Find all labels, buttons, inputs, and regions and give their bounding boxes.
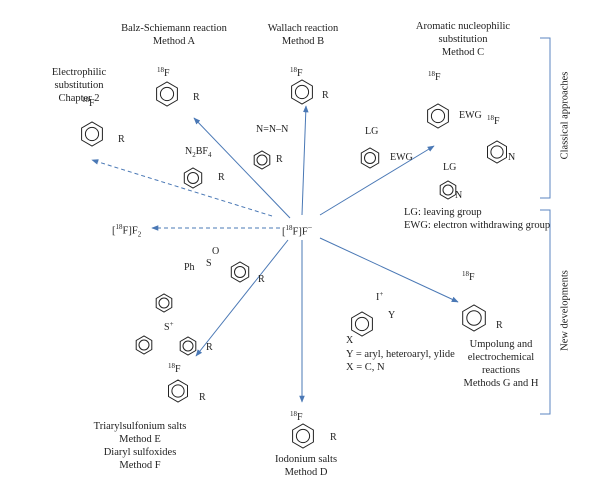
ring-balz-aromatic-circle [159,86,175,102]
sulfonium-r-label: R [206,342,213,353]
ring-pyridine-f [487,140,507,164]
center-fluoride-label: [18F]F− [282,223,313,238]
ring-aromatic [427,103,449,129]
ring-lg-pyridine-aromatic-circle [442,184,454,196]
wallach-f-label: 18F [290,66,303,79]
ring-sulfonium-left [135,335,153,355]
umpolung-f-label: 18F [462,270,475,283]
electrophilic-r-label: R [118,134,125,145]
ring-sulfonium-right [179,336,197,356]
f2-label: [18F]F2 [112,223,142,239]
sulfonium-s-label: S+ [164,320,174,333]
diazonium-r-label: R [218,172,225,183]
ring-sulfoxide [230,261,250,283]
triazene-r-label: R [276,154,283,165]
aromatic-f-label: 18F [428,70,441,83]
classical-approaches-label: Classical approaches [559,71,571,160]
ring-diazonium [183,167,203,189]
ring-sulfonium-top-aromatic-circle [158,297,170,309]
iodonium-caption: Iodonium salts Method D [274,454,338,478]
aromatic-ewg-label: EWG [459,110,482,121]
triaryl-r-label: R [199,392,206,403]
sulfoxide-o-label: O [212,246,219,257]
lg-pyridine-n-label: N [455,190,462,201]
legend-lg-ewg: LG: leaving group EWG: electron withdraw… [404,207,551,231]
arrow-wallach [301,105,309,216]
arrow-electrophilic [91,159,273,217]
wallach-r-label: R [322,90,329,101]
umpolung-r-label: R [496,320,503,331]
triazene-n-label: N=N–N [256,124,288,135]
pyridine-n-label: N [508,152,515,163]
ring-triazene [253,150,271,170]
arrow-umpolung [319,237,459,303]
iodonium-product-f-label: 18F [290,410,303,423]
arrow-aromatic [319,145,435,216]
ring-iodonium-aromatic-circle [354,316,370,332]
diazonium-label: N2BF4 [185,146,212,159]
ring-diazonium-aromatic-circle [187,172,199,184]
ring-sulfoxide-aromatic-circle [234,266,246,278]
ring-wallach-aromatic-circle [294,84,310,100]
ring-triaryl [168,379,188,403]
iodonium-x-label: X [346,335,354,346]
wallach-caption: Wallach reaction Method B [267,23,339,47]
balz-caption: Balz-Schiemann reaction Method A [121,23,227,47]
arrow-balz [193,117,291,219]
ring-iodonium [351,311,373,337]
bracket-new [540,209,551,415]
ring-wallach [291,79,313,105]
new-developments-label: New developments [559,270,571,351]
ring-sulfonium-top [155,293,173,313]
rings-group [81,79,507,449]
triaryl-f-label: 18F [168,362,181,375]
ring-sulfonium-right-aromatic-circle [182,340,194,352]
iodonium-i-label: I+ [376,290,383,303]
ring-triazene-aromatic-circle [256,154,268,166]
ring-balz [156,81,178,107]
iodonium-y-label: Y [388,310,395,321]
ring-lg-reagent [360,147,380,169]
iodonium-product-r-label: R [330,432,337,443]
ring-umpolung [462,304,486,332]
ring-electrophilic [81,121,103,147]
lg-reagent-lg-label: LG [365,126,378,137]
bracket-classical [540,37,551,199]
iodonium-legend: Y = aryl, heteroaryl, ylide X = C, N [346,349,455,373]
ring-lg-pyridine [439,180,457,200]
ring-umpolung-aromatic-circle [466,310,482,326]
triaryl-caption: Triarylsulfonium salts Method E Diaryl s… [93,421,187,471]
ring-iodonium-product [292,423,314,449]
sulfoxide-ph-label: Ph [184,262,195,273]
aromatic-caption: Aromatic nucleophilic substitution Metho… [415,21,511,58]
balz-f-label: 18F [157,66,170,79]
ring-lg-reagent-aromatic-circle [364,152,376,164]
ring-electrophilic-aromatic-circle [84,126,100,142]
ring-sulfonium-left-aromatic-circle [138,339,150,351]
ring-triaryl-aromatic-circle [171,384,185,398]
balz-r-label: R [193,92,200,103]
ring-pyridine-f-aromatic-circle [490,145,504,159]
lg-reagent-ewg-label: EWG [390,152,413,163]
ring-aromatic-aromatic-circle [430,108,446,124]
pyridine-f-label: 18F [487,114,500,127]
ring-iodonium-product-aromatic-circle [295,428,311,444]
electrophilic-caption: Electrophilic substitution Chapter 2 [51,67,107,104]
umpolung-caption: Umpolung and electrochemical reactions M… [463,339,539,389]
arrow-triaryl [195,239,289,357]
electrophilic-f-label: 18F [82,96,95,109]
lg-pyridine-lg-label: LG [443,162,456,173]
sulfoxide-r-label: R [258,274,265,285]
sulfoxide-s-label: S [206,258,212,269]
